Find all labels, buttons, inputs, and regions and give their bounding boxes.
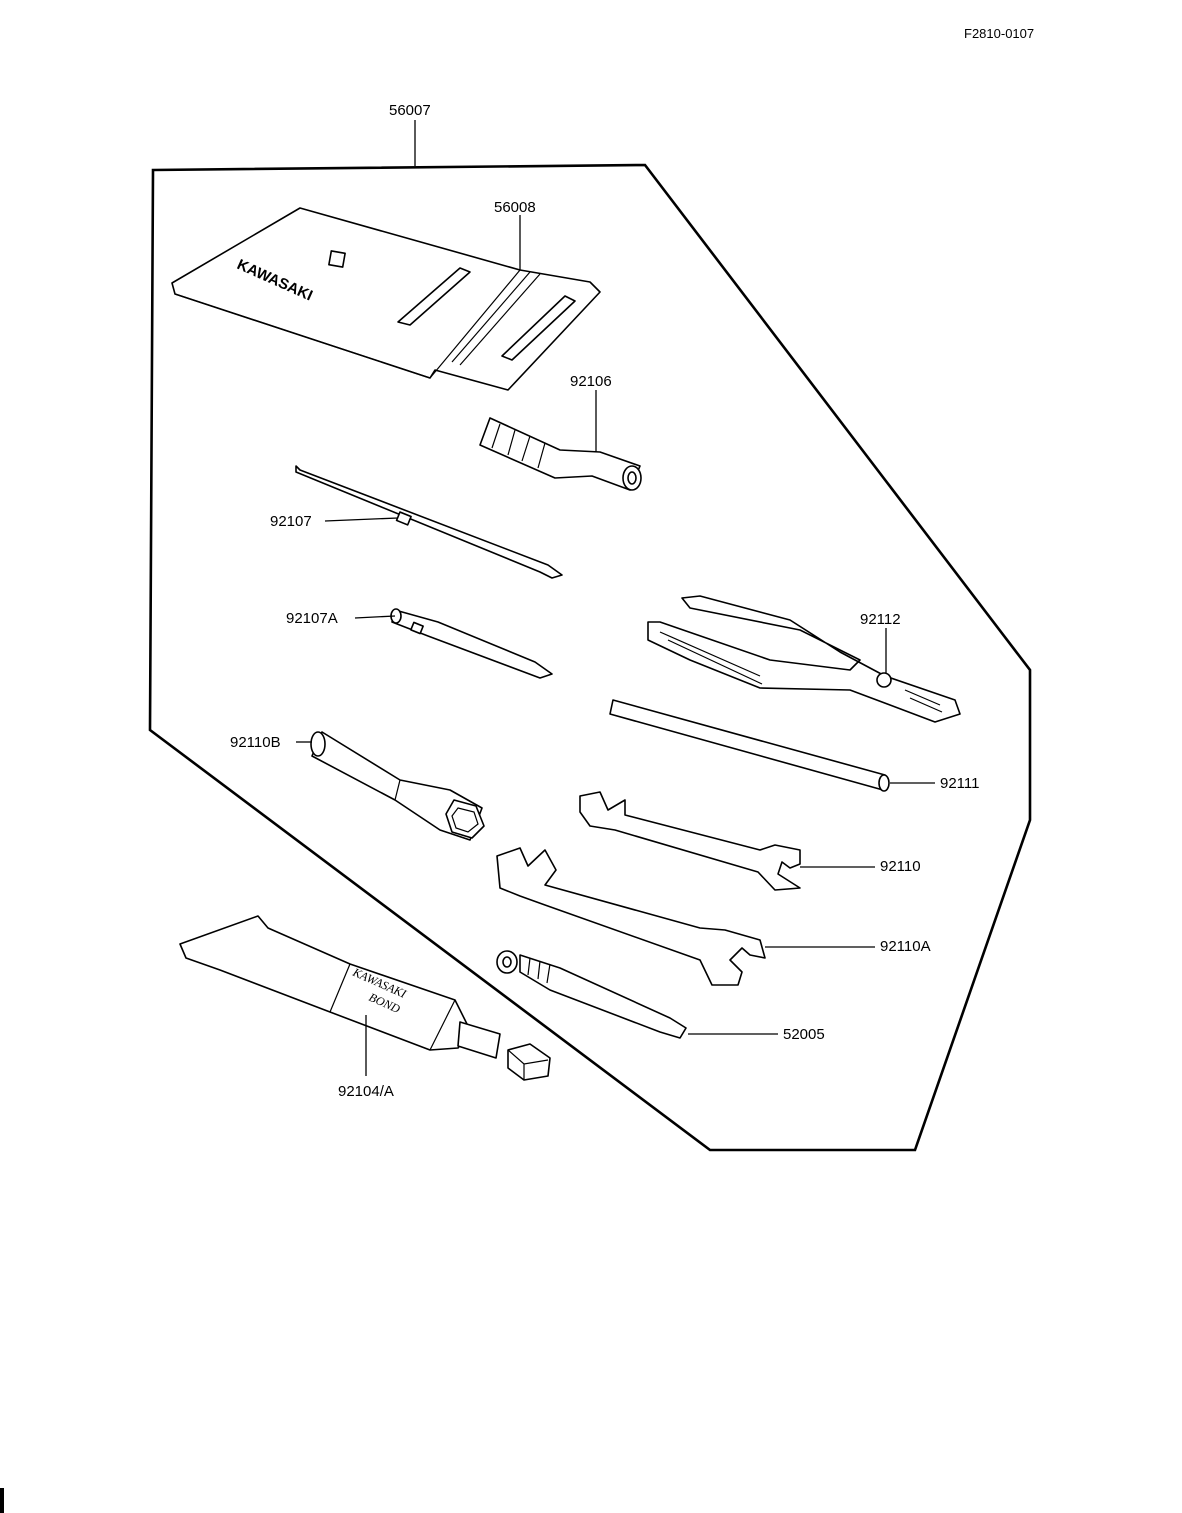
- kit-boundary: [148, 163, 1032, 1152]
- tire-gauge: [496, 950, 687, 1039]
- screwdriver-92107: [295, 465, 563, 579]
- label-56007: 56007: [389, 102, 431, 119]
- tool-handle: [479, 417, 642, 491]
- label-52005: 52005: [783, 1026, 825, 1043]
- label-92110b: 92110B: [230, 734, 281, 751]
- label-92106: 92106: [570, 373, 612, 390]
- pliers: [647, 595, 961, 723]
- label-92112: 92112: [860, 611, 901, 628]
- scan-edge-mark: [0, 1488, 4, 1513]
- label-92107: 92107: [270, 513, 312, 530]
- tommy-bar: [609, 699, 890, 792]
- wrench-92110a: [496, 847, 766, 986]
- label-56008: 56008: [494, 199, 536, 216]
- label-92107a: 92107A: [286, 610, 338, 627]
- reference-code: F2810-0107: [964, 26, 1034, 41]
- label-92111: 92111: [940, 775, 980, 792]
- label-92104a: 92104/A: [338, 1083, 394, 1100]
- wrench-92110: [579, 791, 801, 891]
- tool-bag: KAWASAKI: [171, 207, 601, 391]
- label-92110: 92110: [880, 858, 921, 875]
- leader-92107a: [354, 615, 396, 619]
- box-wrench: [310, 731, 485, 841]
- screwdriver-92107a: [390, 608, 553, 679]
- leader-92107: [324, 517, 399, 522]
- label-92110a: 92110A: [880, 938, 931, 955]
- bond-tube: KAWASAKI BOND: [179, 915, 551, 1081]
